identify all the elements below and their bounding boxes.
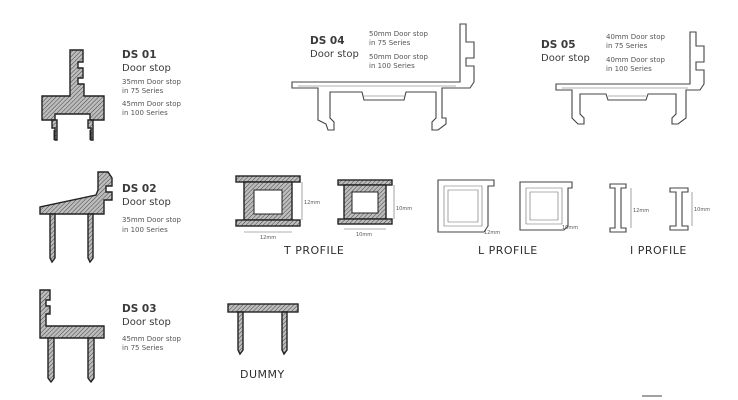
ds02-name: Door stop [122, 197, 171, 208]
ds05-line-3: 40mm Door stop [606, 56, 666, 64]
ds01-line-4: in 100 Series [122, 109, 168, 117]
ds04-line-2: in 75 Series [369, 39, 411, 47]
ds02-caption: DS 02 Door stop 35mm Door stop in 100 Se… [122, 183, 182, 234]
t-profile-large-height-dim: 12mm [304, 200, 320, 206]
l-profile-small-drawing [519, 181, 573, 231]
ds02-code: DS 02 [122, 183, 157, 195]
ds04-line-3: 50mm Door stop [369, 53, 429, 61]
t-profile-small-width-dim: 10mm [356, 232, 372, 238]
ds03-line-1: 45mm Door stop [122, 335, 182, 343]
ds02-profile-drawing [39, 171, 113, 264]
ds05-line-2: in 75 Series [606, 42, 648, 50]
ds04-profile-drawing [291, 23, 475, 131]
ds02-line-2: in 100 Series [122, 226, 168, 234]
dummy-profile-drawing [227, 303, 299, 356]
l-profile-label: L PROFILE [478, 244, 538, 257]
t-profile-small-drawing [337, 179, 395, 230]
l-profile-large-dim: 12mm [484, 230, 500, 236]
i-profile-large-dim: 12mm [633, 208, 649, 214]
l-profile-large-drawing [437, 179, 495, 233]
t-profile-large-drawing [235, 175, 303, 233]
ds01-line-2: in 75 Series [122, 87, 164, 95]
ds05-caption: DS 05 Door stop 40mm Door stop in 75 Ser… [541, 33, 666, 73]
i-profile-large-drawing [609, 183, 632, 233]
ds01-line-1: 35mm Door stop [122, 78, 182, 86]
ds03-line-2: in 75 Series [122, 344, 164, 352]
ds05-code: DS 05 [541, 39, 576, 51]
ds05-name: Door stop [541, 53, 590, 64]
ds01-caption: DS 01 Door stop 35mm Door stop in 75 Ser… [122, 49, 182, 117]
t-profile-label: T PROFILE [283, 244, 344, 257]
ds01-name: Door stop [122, 63, 171, 74]
ds04-line-1: 50mm Door stop [369, 30, 429, 38]
t-profile-small-height-dim: 10mm [396, 206, 412, 212]
l-profile-small-dim: 10mm [562, 225, 578, 231]
ds03-code: DS 03 [122, 303, 157, 315]
ds03-name: Door stop [122, 317, 171, 328]
ds02-line-1: 35mm Door stop [122, 216, 182, 224]
ds01-profile-drawing [41, 49, 105, 141]
ds01-code: DS 01 [122, 49, 157, 61]
ds05-profile-drawing [555, 31, 705, 125]
ds04-line-4: in 100 Series [369, 62, 415, 70]
ds04-caption: DS 04 Door stop 50mm Door stop in 75 Ser… [310, 30, 429, 70]
ds03-profile-drawing [39, 289, 105, 384]
i-profile-small-drawing [669, 187, 693, 231]
ds05-line-1: 40mm Door stop [606, 33, 666, 41]
t-profile-large-width-dim: 12mm [260, 235, 276, 241]
ds04-name: Door stop [310, 49, 359, 60]
i-profile-label: I PROFILE [630, 244, 687, 257]
ds03-caption: DS 03 Door stop 45mm Door stop in 75 Ser… [122, 303, 182, 352]
ds05-line-4: in 100 Series [606, 65, 652, 73]
ds04-code: DS 04 [310, 35, 345, 47]
ds01-line-3: 45mm Door stop [122, 100, 182, 108]
dummy-label: DUMMY [240, 368, 285, 381]
i-profile-small-dim: 10mm [694, 207, 710, 213]
